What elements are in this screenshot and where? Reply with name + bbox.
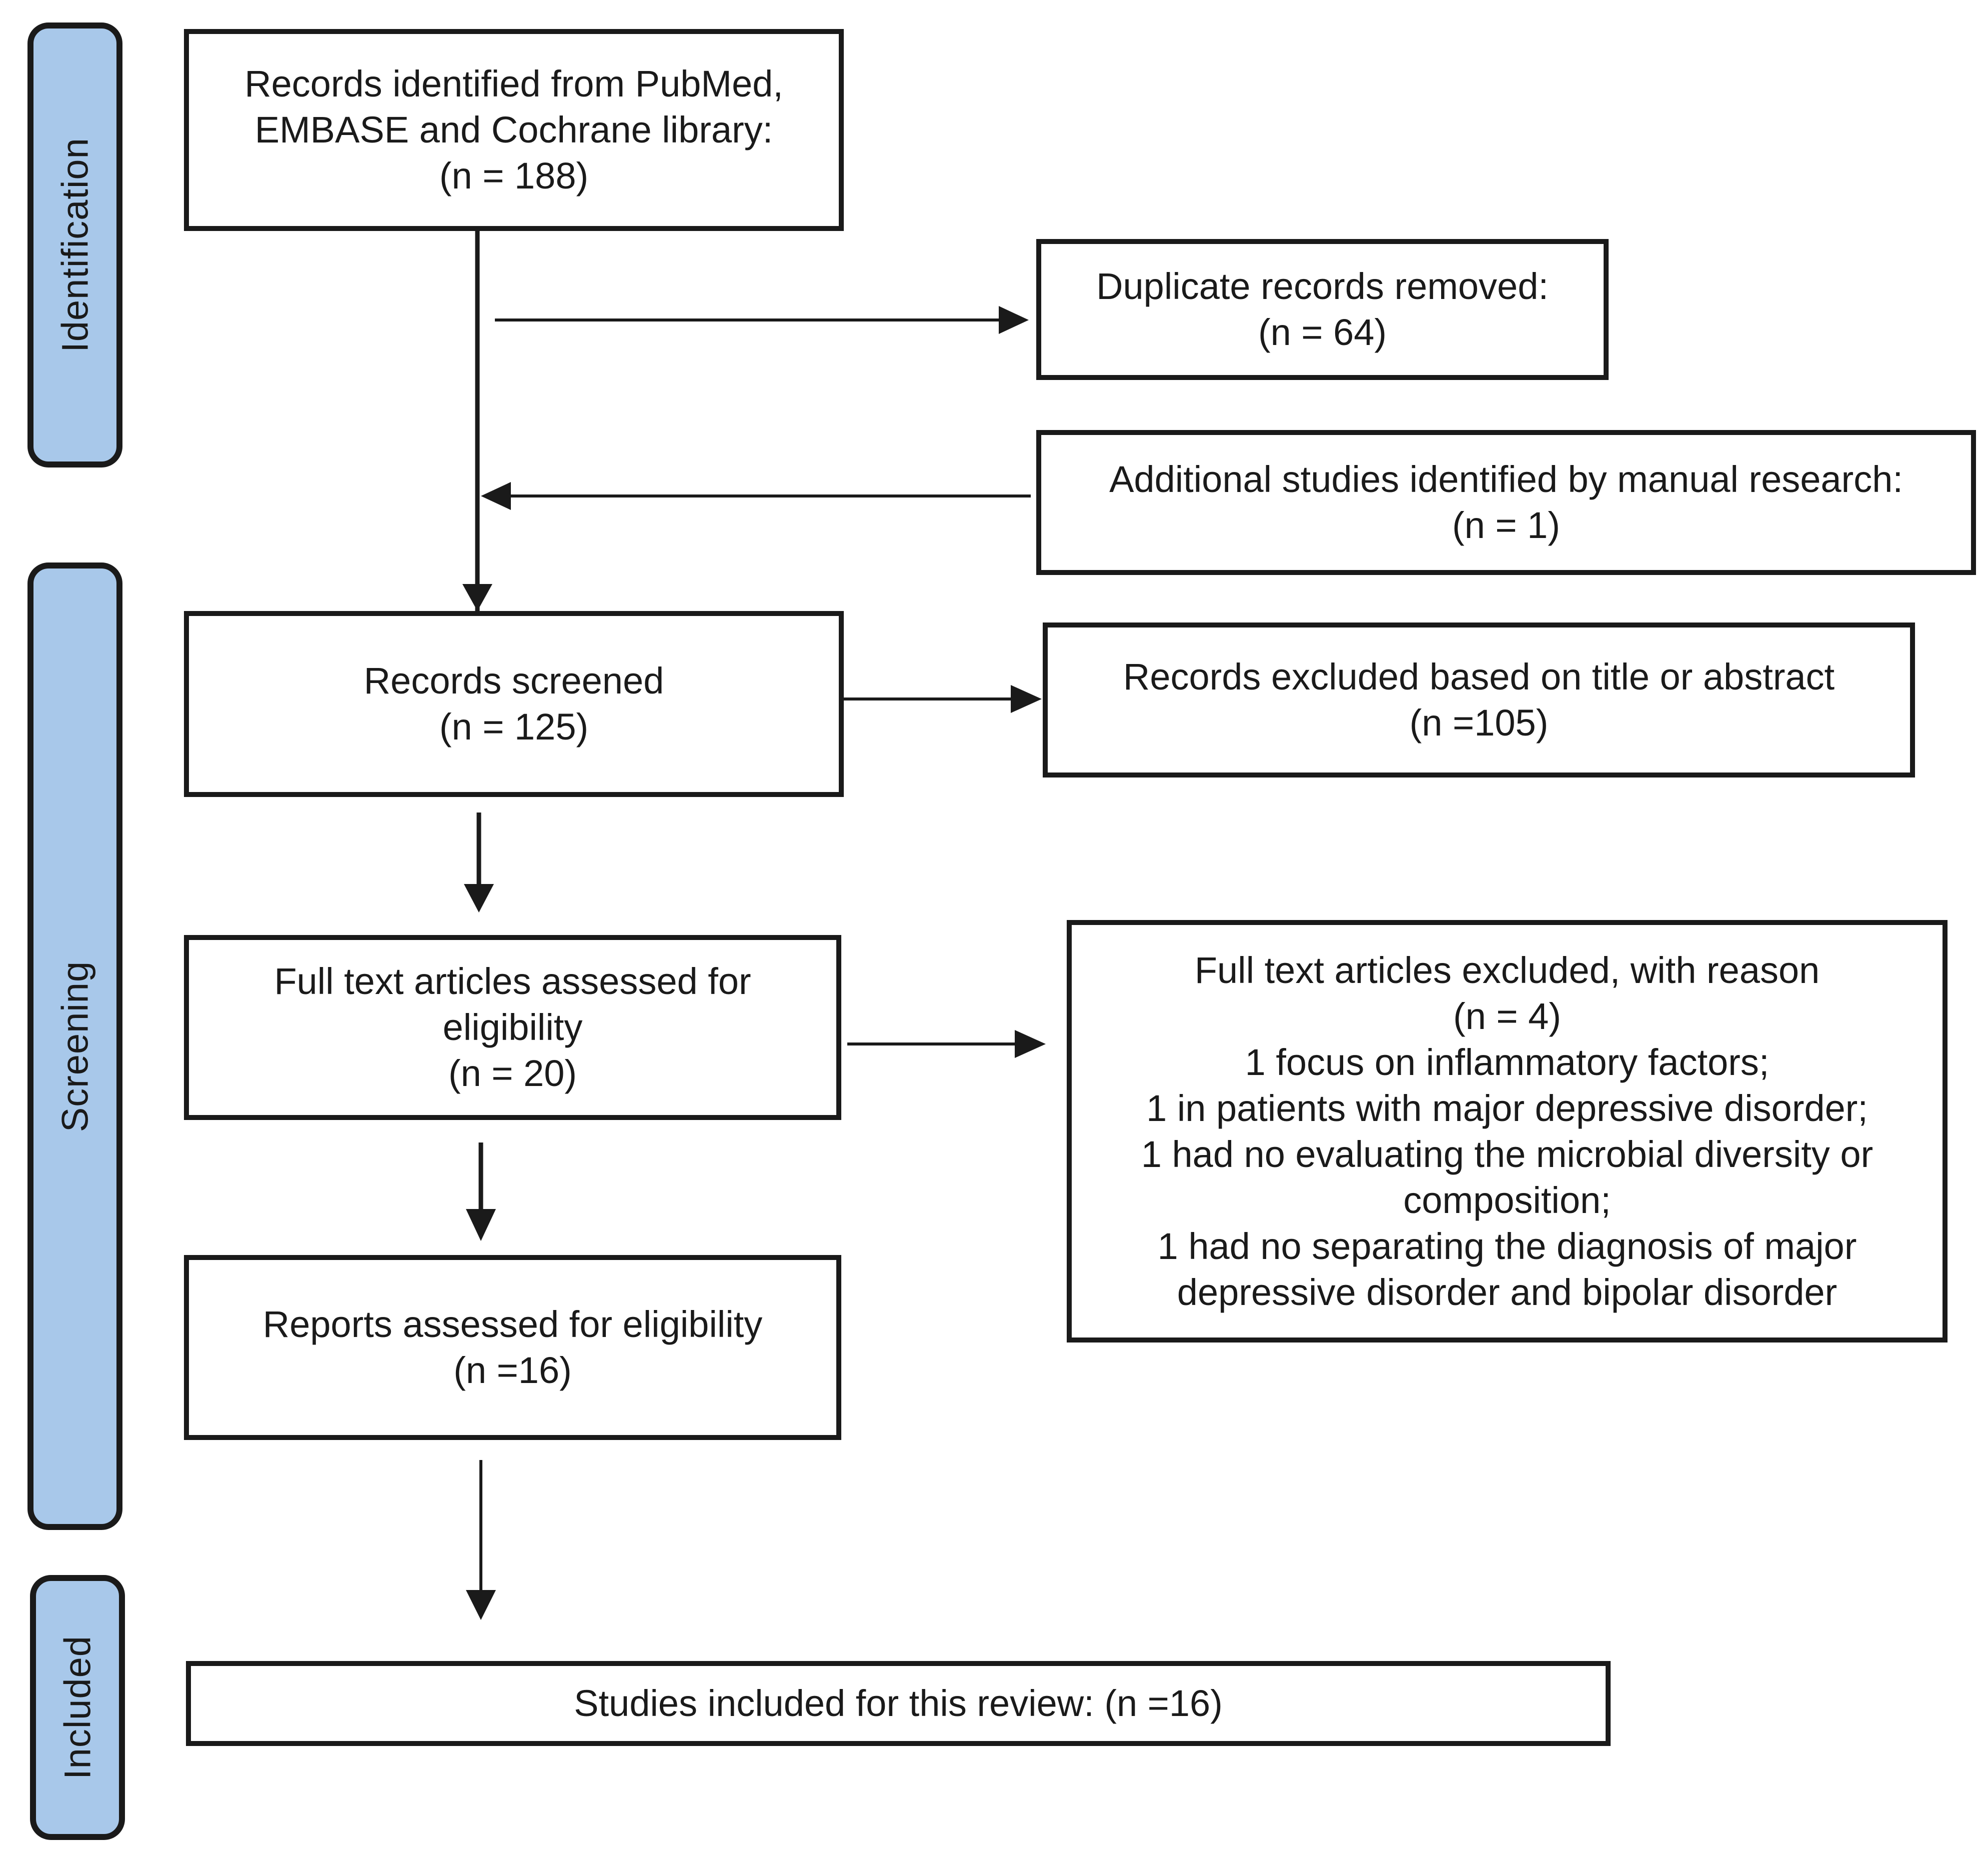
arrowhead-fulltext-excluded [1015, 1030, 1046, 1058]
records-screened-count: (n = 125) [439, 706, 589, 748]
full-text-excluded-label: Full text articles excluded, with reason [1194, 949, 1820, 991]
records-excluded-label: Records excluded based on title or abstr… [1123, 656, 1835, 698]
exclusion-reason-4-line-2: depressive disorder and bipolar disorder [1177, 1271, 1838, 1313]
box-records-screened: Records screened (n = 125) [184, 611, 844, 797]
arrowhead-records-excluded [1011, 685, 1042, 713]
arrowhead-additional [481, 482, 511, 510]
full-text-assessed-count: (n = 20) [448, 1052, 577, 1094]
reports-assessed-count: (n =16) [453, 1350, 572, 1391]
additional-studies-label: Additional studies identified by manual … [1109, 458, 1903, 500]
records-screened-label: Records screened [363, 660, 664, 702]
full-text-assessed-line-2: eligibility [442, 1006, 583, 1048]
box-additional-studies: Additional studies identified by manual … [1036, 430, 1976, 575]
arrowhead-reports [466, 1209, 496, 1241]
records-excluded-count: (n =105) [1409, 702, 1549, 744]
exclusion-reason-4-line-1: 1 had no separating the diagnosis of maj… [1157, 1225, 1857, 1267]
phase-bar-included: Included [30, 1575, 125, 1840]
records-identified-line-1: Records identified from PubMed, [244, 63, 783, 104]
additional-studies-count: (n = 1) [1452, 504, 1560, 546]
exclusion-reason-3-line-1: 1 had no evaluating the microbial divers… [1141, 1133, 1874, 1175]
full-text-excluded-count: (n = 4) [1453, 995, 1561, 1037]
duplicates-removed-count: (n = 64) [1258, 312, 1387, 353]
box-studies-included: Studies included for this review: (n =16… [186, 1661, 1611, 1746]
box-full-text-excluded: Full text articles excluded, with reason… [1067, 920, 1948, 1342]
exclusion-reason-3-line-2: composition; [1403, 1179, 1611, 1221]
arrowhead-included [466, 1590, 496, 1620]
records-identified-line-2: EMBASE and Cochrane library: [254, 109, 773, 150]
records-identified-count: (n = 188) [439, 155, 589, 196]
full-text-assessed-line-1: Full text articles assessed for [274, 960, 751, 1002]
exclusion-reason-2: 1 in patients with major depressive diso… [1146, 1087, 1868, 1129]
arrowhead-screened [462, 584, 492, 611]
box-duplicates-removed: Duplicate records removed: (n = 64) [1036, 239, 1609, 380]
box-reports-assessed: Reports assessed for eligibility (n =16) [184, 1255, 841, 1440]
box-records-excluded: Records excluded based on title or abstr… [1043, 622, 1915, 778]
arrowhead-fulltext [464, 884, 494, 912]
reports-assessed-label: Reports assessed for eligibility [262, 1304, 763, 1345]
exclusion-reason-1: 1 focus on inflammatory factors; [1245, 1041, 1770, 1083]
phase-bar-screening: Screening [27, 562, 122, 1530]
studies-included-label: Studies included for this review: (n =16… [574, 1682, 1223, 1724]
duplicates-removed-label: Duplicate records removed: [1096, 266, 1549, 307]
box-full-text-assessed: Full text articles assessed for eligibil… [184, 935, 841, 1120]
arrowhead-duplicates [999, 306, 1029, 334]
phase-bar-identification: Identification [27, 22, 122, 468]
box-records-identified: Records identified from PubMed, EMBASE a… [184, 29, 844, 231]
